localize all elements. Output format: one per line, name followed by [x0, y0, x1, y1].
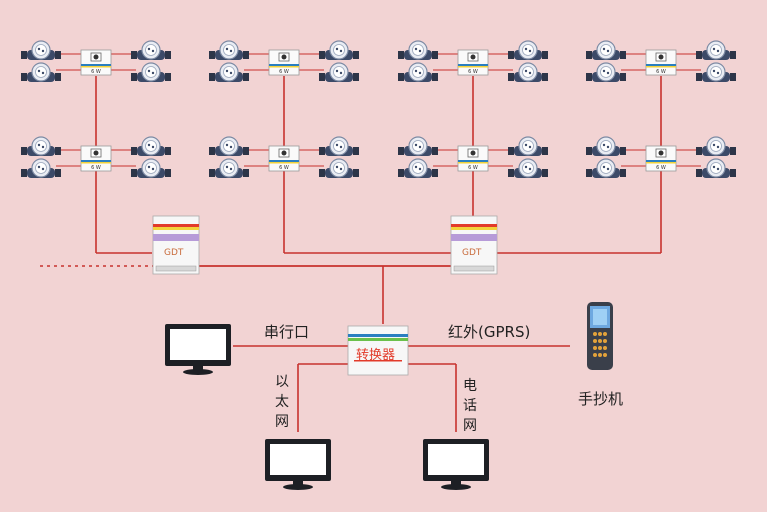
water-meter-icon — [130, 40, 172, 61]
water-meter-icon — [507, 40, 549, 61]
module-label: 6 W — [91, 69, 101, 75]
ethernet-label-char: 网 — [275, 414, 289, 430]
meter-group: 6 W — [397, 40, 549, 83]
water-meter-icon — [507, 158, 549, 179]
module-label: 6 W — [656, 165, 666, 171]
water-meter-icon — [397, 40, 439, 61]
water-meter-icon — [397, 62, 439, 83]
module-label: 6 W — [468, 69, 478, 75]
water-meter-icon — [695, 136, 737, 157]
water-meter-icon — [130, 62, 172, 83]
module-label: 6 W — [279, 69, 289, 75]
meter-groups: 6 W 6 W 6 W 6 W 6 W 6 W 6 W 6 W — [20, 40, 737, 179]
water-meter-icon — [695, 62, 737, 83]
water-meter-icon — [695, 158, 737, 179]
water-meter-icon — [318, 62, 360, 83]
water-meter-icon — [585, 158, 627, 179]
meter-group: 6 W — [585, 40, 737, 83]
telephone-label-char: 话 — [463, 398, 477, 414]
water-meter-icon — [585, 62, 627, 83]
module-label: 6 W — [656, 69, 666, 75]
water-meter-icon — [318, 158, 360, 179]
water-meter-icon — [20, 158, 62, 179]
ethernet-label-char: 以 — [275, 374, 289, 390]
ethernet-label-char: 太 — [275, 394, 289, 410]
water-meter-icon — [130, 136, 172, 157]
module-label: 6 W — [91, 165, 101, 171]
telephone-label-char: 网 — [463, 418, 477, 434]
water-meter-icon — [507, 62, 549, 83]
ethernet-label: 以 太 网 — [274, 372, 290, 432]
computer-monitor-icon — [423, 439, 489, 490]
meter-group: 6 W — [208, 40, 360, 83]
water-meter-icon — [208, 62, 250, 83]
telephone-label-char: 电 — [463, 378, 477, 394]
water-meter-icon — [397, 136, 439, 157]
water-meter-icon — [20, 40, 62, 61]
module-label: 6 W — [279, 165, 289, 171]
serial-port-label: 串行口 — [264, 323, 310, 341]
bus-wiring — [40, 76, 662, 432]
water-meter-icon — [585, 136, 627, 157]
handheld-terminal-icon — [587, 302, 613, 370]
water-meter-icon — [208, 40, 250, 61]
water-meter-icon — [208, 136, 250, 157]
module-label: 6 W — [468, 165, 478, 171]
concentrator-left — [152, 215, 200, 275]
meter-group: 6 W — [585, 136, 737, 179]
concentrator-label: GDT — [462, 248, 482, 258]
concentrator-label: GDT — [164, 248, 184, 258]
water-meter-icon — [695, 40, 737, 61]
water-meter-icon — [20, 136, 62, 157]
computer-monitor-icon — [165, 324, 231, 375]
water-meter-icon — [318, 136, 360, 157]
converter-label: 转换器 — [356, 348, 396, 363]
meter-group: 6 W — [208, 136, 360, 179]
water-meter-icon — [397, 158, 439, 179]
water-meter-icon — [208, 158, 250, 179]
telephone-network-label: 电 话 网 — [462, 376, 478, 436]
concentrator-right — [450, 215, 498, 275]
meter-group: 6 W — [397, 136, 549, 179]
water-meter-icon — [20, 62, 62, 83]
water-meter-icon — [318, 40, 360, 61]
handheld-label: 手抄机 — [578, 390, 624, 408]
meter-group: 6 W — [20, 136, 172, 179]
converter-box-icon — [347, 325, 409, 376]
water-meter-icon — [130, 158, 172, 179]
water-meter-icon — [507, 136, 549, 157]
computer-monitor-icon — [265, 439, 331, 490]
meter-group: 6 W — [20, 40, 172, 83]
infrared-gprs-label: 红外(GPRS) — [448, 323, 531, 341]
water-meter-icon — [585, 40, 627, 61]
